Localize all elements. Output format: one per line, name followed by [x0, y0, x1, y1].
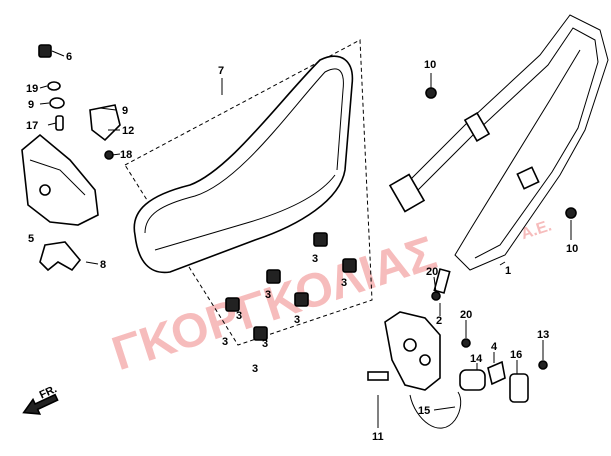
callout-2: 2	[436, 315, 442, 327]
lock-assembly	[367, 268, 548, 429]
grab-rail	[388, 14, 609, 271]
callout-20a: 20	[426, 266, 438, 278]
callout-18: 18	[120, 149, 132, 161]
bracket-assembly	[21, 44, 121, 272]
callout-7: 7	[218, 65, 224, 77]
callout-10b: 10	[566, 243, 578, 255]
callout-3g: 3	[262, 338, 268, 350]
callout-15: 15	[418, 405, 430, 417]
callout-4: 4	[491, 341, 498, 353]
cushions	[225, 232, 357, 341]
callout-6: 6	[66, 51, 72, 63]
seat	[133, 55, 354, 274]
callout-16: 16	[510, 349, 522, 361]
callout-5: 5	[28, 233, 34, 245]
callout-3h: 3	[252, 363, 258, 375]
callout-9b: 9	[122, 105, 128, 117]
callout-10a: 10	[424, 59, 436, 71]
callout-3f: 3	[222, 336, 228, 348]
callout-12: 12	[122, 125, 134, 137]
watermark-suffix: Α.Ε.	[519, 217, 554, 243]
callout-19: 19	[26, 83, 38, 95]
callout-14: 14	[470, 353, 483, 365]
callout-3a: 3	[312, 253, 318, 265]
seat-group-frame	[124, 39, 373, 346]
leader-lines	[39, 50, 572, 428]
callout-8: 8	[100, 259, 106, 271]
callout-20b: 20	[460, 309, 472, 321]
callout-3e: 3	[236, 310, 242, 322]
callout-17: 17	[26, 120, 38, 132]
callout-3c: 3	[265, 289, 271, 301]
direction-arrow: FR.	[22, 383, 59, 415]
callout-11: 11	[372, 431, 384, 443]
callout-13: 13	[537, 329, 549, 341]
callout-9a: 9	[28, 99, 34, 111]
callout-1: 1	[505, 265, 511, 277]
callout-3d: 3	[294, 314, 300, 326]
callouts: 6 19 9 17 9 12 18 5 8 7 3 3 3 3 3 3 3 3 …	[26, 51, 578, 443]
callout-3b: 3	[341, 277, 347, 289]
